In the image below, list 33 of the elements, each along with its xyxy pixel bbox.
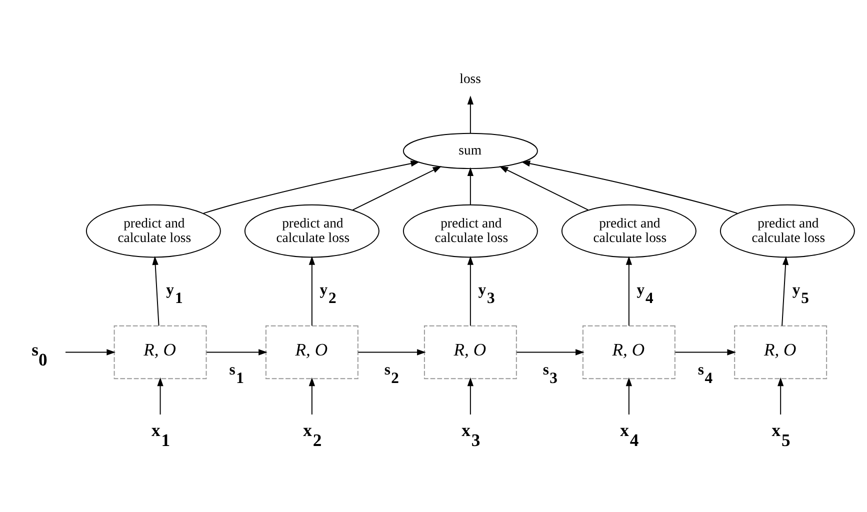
arrow [467, 167, 474, 205]
arrow [467, 377, 474, 415]
node-ellipse: predict and calculate loss [561, 204, 696, 258]
arrow [778, 377, 784, 415]
node-ellipse: predict and calculate loss [720, 204, 855, 258]
arrow [358, 349, 426, 356]
arrow [782, 256, 789, 326]
arrow [308, 377, 316, 415]
node-ellipse: predict and calculate loss [244, 204, 380, 258]
arrow [157, 377, 164, 415]
arrow [352, 166, 442, 210]
arrow [521, 160, 738, 214]
node-ellipse: sum [402, 132, 538, 170]
node-box: R, O [734, 325, 828, 380]
node-ellipse: predict and calculate loss [402, 204, 538, 258]
arrow [203, 160, 420, 214]
arrow [308, 256, 316, 326]
node-box: R, O [114, 325, 207, 380]
arrow [516, 349, 584, 356]
node-box: R, O [582, 325, 676, 380]
node-box: R, O [265, 325, 358, 380]
arrow [499, 166, 589, 210]
arrow [152, 256, 160, 326]
arrow [626, 377, 632, 415]
arrow [674, 349, 736, 356]
arrow [467, 256, 474, 326]
arrow [626, 256, 632, 326]
node-box: R, O [424, 325, 517, 380]
arrow [467, 96, 474, 134]
node-text: loss [460, 71, 481, 86]
node-ellipse: predict and calculate loss [86, 204, 221, 258]
arrow [206, 349, 268, 356]
arrow [65, 349, 116, 356]
